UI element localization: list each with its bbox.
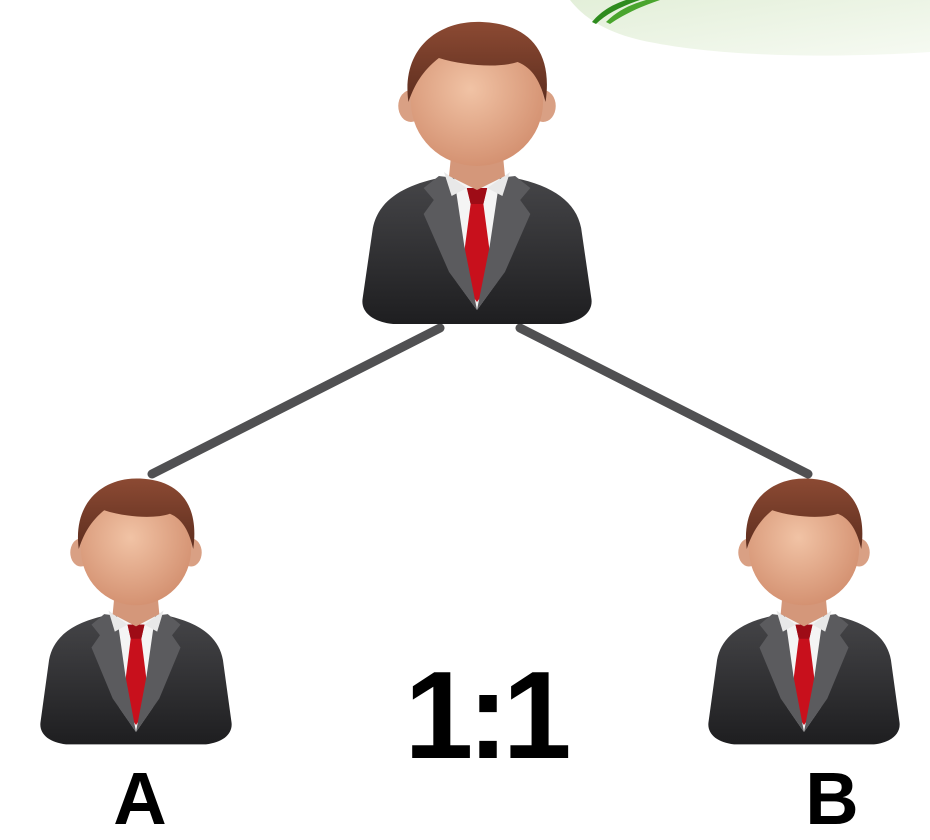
node-label-a: A (113, 757, 167, 840)
businessman-icon (40, 478, 232, 745)
node-label-b: B (805, 757, 859, 840)
connector-right (515, 323, 813, 479)
ratio-label: 1:1 (404, 647, 571, 785)
connector-left (147, 323, 445, 479)
leaf-icon (570, 0, 930, 56)
businessman-icon (362, 21, 592, 325)
businessman-icon (708, 478, 900, 745)
